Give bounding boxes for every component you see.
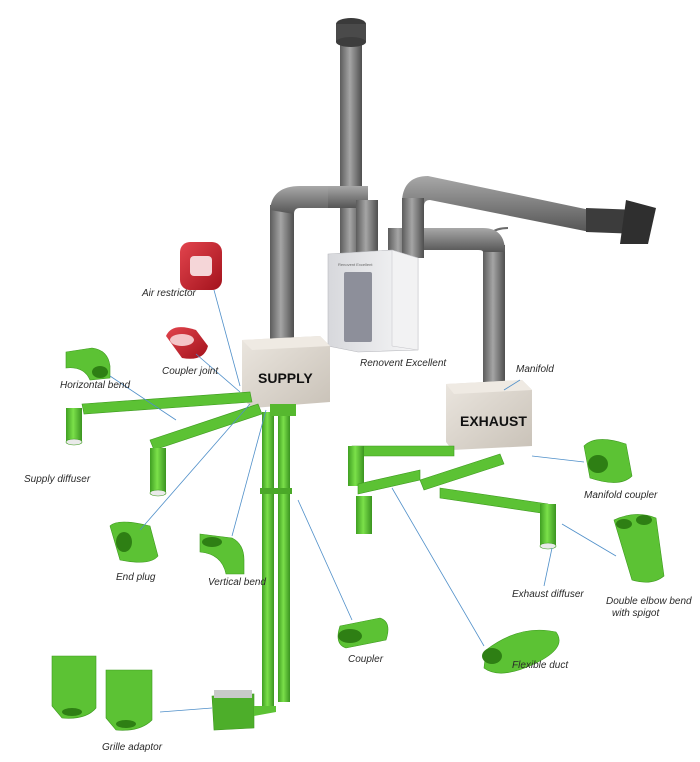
label-flexible-duct: Flexible duct — [512, 660, 569, 671]
renovent-unit: Renovent Excellent — [327, 249, 419, 353]
label-horizontal-bend: Horizontal bend — [60, 380, 130, 391]
manifold-coupler-part — [583, 439, 633, 483]
unit-name-label: Renovent Excellent — [360, 358, 447, 369]
grille-adaptor-parts — [51, 655, 153, 731]
air-restrictor-part — [180, 242, 222, 290]
label-double-elbow-line2: with spigot — [612, 608, 660, 619]
unit-brand-text: Renovent Excellent — [338, 262, 373, 267]
label-end-plug: End plug — [116, 572, 156, 583]
supply-green-ducts — [65, 391, 296, 731]
coupler-joint-part — [166, 327, 208, 359]
label-double-elbow-line1: Double elbow bend — [606, 596, 692, 607]
leader-lines — [109, 289, 617, 713]
label-air-restrictor: Air restrictor — [141, 288, 197, 299]
label-exhaust-diffuser: Exhaust diffuser — [512, 589, 584, 600]
label-coupler-joint: Coupler joint — [162, 366, 219, 377]
vertical-bend-part — [199, 533, 245, 575]
label-grille-adaptor: Grille adaptor — [102, 742, 163, 753]
double-elbow-part — [613, 514, 665, 583]
exhaust-green-ducts — [348, 445, 557, 550]
flexible-duct-part — [482, 629, 560, 674]
outside-ducts — [270, 18, 656, 390]
supply-box-label: SUPPLY — [258, 370, 313, 386]
label-manifold-coupler: Manifold coupler — [584, 490, 658, 501]
coupler-part — [337, 617, 389, 649]
exhaust-box-label: EXHAUST — [460, 413, 527, 429]
horizontal-bend-part — [65, 347, 111, 381]
end-plug-part — [109, 521, 159, 563]
label-vertical-bend: Vertical bend — [208, 577, 266, 588]
label-supply-diffuser: Supply diffuser — [24, 474, 91, 485]
label-coupler: Coupler — [348, 654, 384, 665]
label-manifold: Manifold — [516, 364, 554, 375]
exhaust-manifold-box: EXHAUST — [446, 380, 532, 450]
supply-manifold-box: SUPPLY — [242, 336, 330, 408]
